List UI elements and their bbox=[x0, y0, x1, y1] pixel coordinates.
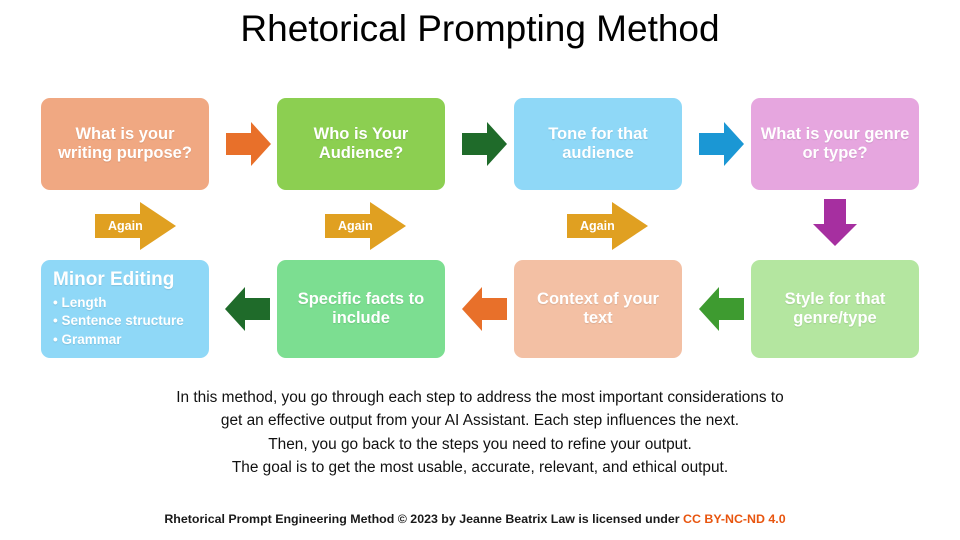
arrow-head bbox=[699, 287, 720, 331]
arrow-stem bbox=[718, 298, 744, 320]
step-label-specific-facts: Specific facts to include bbox=[297, 290, 425, 327]
arrow-purpose-to-audience-icon bbox=[226, 122, 271, 166]
arrow-head bbox=[139, 202, 176, 250]
step-label-tone: Tone for that audience bbox=[548, 125, 648, 162]
step-label-context: Context of your text bbox=[537, 290, 659, 327]
again-arrow-audience[interactable]: Again bbox=[325, 202, 406, 250]
step-label-style: Style for that genre/type bbox=[784, 290, 886, 327]
arrow-context-to-facts-icon bbox=[462, 287, 507, 331]
arrow-stem bbox=[567, 214, 614, 238]
description-paragraph: In this method, you go through each step… bbox=[0, 386, 960, 480]
minor-editing-bullet-list: Length Sentence structure Grammar bbox=[53, 294, 184, 349]
step-box-tone[interactable]: Tone for that audience bbox=[514, 98, 682, 190]
arrow-head bbox=[813, 224, 857, 247]
arrow-head bbox=[250, 122, 271, 166]
license-link[interactable]: CC BY-NC-ND 4.0 bbox=[683, 512, 786, 526]
arrow-style-to-context-icon bbox=[699, 287, 744, 331]
arrow-head bbox=[723, 122, 744, 166]
step-box-context[interactable]: Context of your text bbox=[514, 260, 682, 358]
again-arrow-purpose[interactable]: Again bbox=[95, 202, 176, 250]
description-line-3: Then, you go back to the steps you need … bbox=[268, 435, 692, 453]
arrow-audience-to-tone-icon bbox=[462, 122, 507, 166]
page-title: Rhetorical Prompting Method bbox=[240, 8, 720, 49]
arrow-stem bbox=[95, 214, 142, 238]
step-label-purpose: What is your writing purpose? bbox=[58, 125, 192, 162]
step-box-minor-editing[interactable]: Minor Editing Length Sentence structure … bbox=[41, 260, 209, 358]
again-arrow-tone[interactable]: Again bbox=[567, 202, 648, 250]
arrow-stem bbox=[226, 133, 252, 155]
arrow-genre-to-style-icon bbox=[813, 199, 857, 247]
arrow-stem bbox=[824, 199, 846, 226]
step-box-style[interactable]: Style for that genre/type bbox=[751, 260, 919, 358]
bullet-length: Length bbox=[53, 294, 184, 312]
step-box-specific-facts[interactable]: Specific facts to include bbox=[277, 260, 445, 358]
arrow-head bbox=[611, 202, 648, 250]
description-line-2: get an effective output from your AI Ass… bbox=[220, 412, 740, 430]
arrow-stem bbox=[462, 133, 488, 155]
arrow-stem bbox=[699, 133, 725, 155]
step-label-genre: What is your genre or type? bbox=[760, 125, 910, 162]
step-box-purpose[interactable]: What is your writing purpose? bbox=[41, 98, 209, 190]
bullet-grammar: Grammar bbox=[53, 331, 184, 349]
arrow-head bbox=[462, 287, 483, 331]
arrow-head bbox=[369, 202, 406, 250]
step-box-audience[interactable]: Who is Your Audience? bbox=[277, 98, 445, 190]
arrow-head bbox=[486, 122, 507, 166]
license-text: Rhetorical Prompt Engineering Method © 2… bbox=[164, 512, 680, 526]
step-box-genre[interactable]: What is your genre or type? bbox=[751, 98, 919, 190]
arrow-head bbox=[225, 287, 246, 331]
step-label-minor-editing: Minor Editing bbox=[53, 269, 175, 291]
bullet-sentence-structure: Sentence structure bbox=[53, 312, 183, 330]
description-line-4: The goal is to get the most usable, accu… bbox=[231, 459, 729, 477]
again-label-purpose: Again bbox=[108, 219, 143, 233]
arrow-facts-to-editing-icon bbox=[225, 287, 270, 331]
license-footer: Rhetorical Prompt Engineering Method © 2… bbox=[0, 512, 960, 526]
again-label-audience: Again bbox=[338, 219, 373, 233]
arrow-stem bbox=[481, 298, 507, 320]
arrow-stem bbox=[325, 214, 372, 238]
step-label-audience: Who is Your Audience? bbox=[313, 125, 409, 162]
description-line-1: In this method, you go through each step… bbox=[176, 389, 784, 406]
arrow-stem bbox=[244, 298, 270, 320]
again-label-tone: Again bbox=[580, 219, 615, 233]
arrow-tone-to-genre-icon bbox=[699, 122, 744, 166]
